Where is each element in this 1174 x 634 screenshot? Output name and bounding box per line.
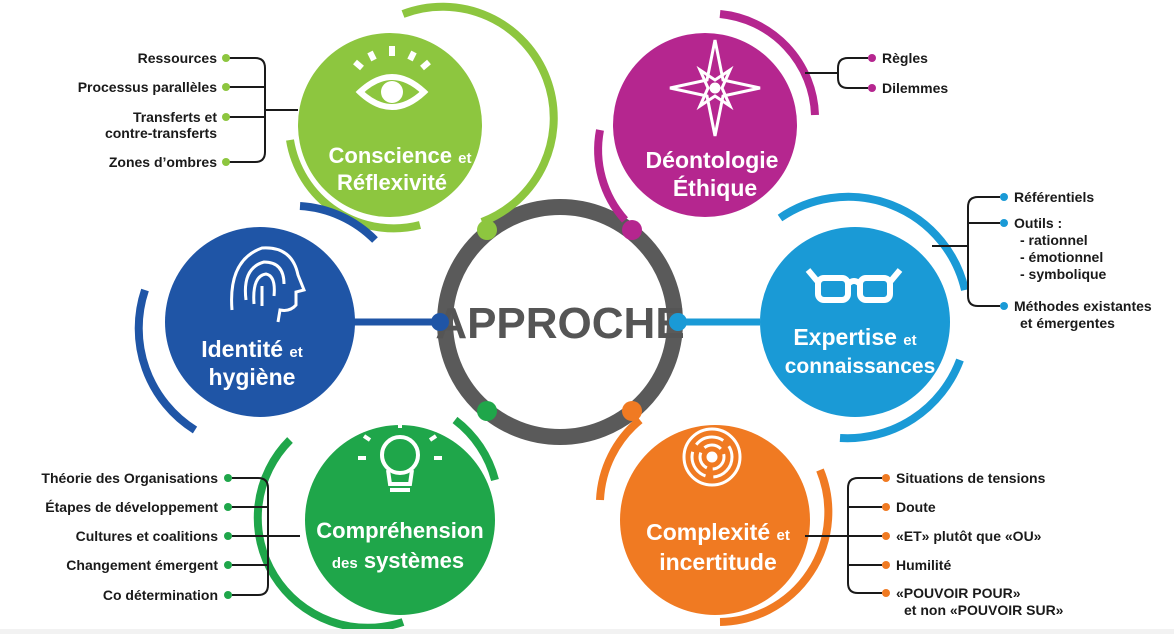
connector-dot-conscience (477, 220, 497, 240)
bracket-deontologie (805, 57, 868, 89)
circle-comprehension (305, 425, 495, 615)
title-complexite: Complexité et (646, 519, 790, 545)
expertise-item-3: - rationnel (1020, 232, 1088, 248)
conscience-item-4: contre-transferts (105, 125, 217, 141)
deontologie-item-2: Dilemmes (882, 80, 948, 96)
circle-deontologie (613, 33, 797, 217)
conscience-item-2: Processus parallèles (78, 79, 218, 95)
conscience-item-3: Transferts et (133, 109, 217, 125)
expertise-item-2: Outils : (1014, 215, 1062, 231)
node-comprehension: Compréhension des systèmes (253, 416, 499, 632)
arc-expertise-bottom (839, 358, 964, 443)
arc-complexite-left (596, 416, 643, 501)
complexite-item-4: Humilité (896, 557, 951, 573)
compass-star-icon (669, 39, 761, 137)
comprehension-item-4: Changement émergent (66, 557, 218, 573)
title-comprehension: Compréhension (316, 518, 483, 543)
dots-comprehension (224, 474, 232, 599)
arc-comprehension-left (253, 437, 405, 632)
deontologie-item-1: Règles (882, 50, 928, 66)
comprehension-item-2: Étapes de développement (45, 499, 218, 515)
connector-dot-deontologie (622, 220, 642, 240)
connectors (320, 220, 760, 421)
node-conscience: Conscience et Réflexivité (286, 2, 558, 233)
circle-identite (165, 227, 355, 417)
expertise-item-4: - émotionnel (1020, 249, 1103, 265)
arc-identite-left (134, 288, 198, 434)
complexite-item-6: et non «POUVOIR SUR» (904, 602, 1064, 618)
node-identite: Identité et hygiène (134, 202, 378, 434)
title-deontologie-line2: Éthique (673, 174, 757, 201)
connector-dot-expertise (669, 313, 687, 331)
title-conscience: Conscience et (329, 143, 472, 168)
conscience-item-1: Ressources (138, 50, 218, 66)
bracket-comprehension (232, 477, 300, 596)
dots-deontologie (868, 54, 876, 92)
node-complexite: Complexité et incertitude (596, 416, 833, 626)
arc-complexite-right (719, 468, 833, 626)
title-expertise-line2: connaissances (785, 355, 936, 378)
title-expertise: Expertise et (793, 324, 916, 350)
bracket-expertise (932, 196, 1000, 307)
complexite-item-2: Doute (896, 499, 936, 515)
arc-identite-top (299, 202, 378, 243)
labyrinth-icon (682, 427, 742, 487)
dots-complexite (882, 474, 890, 597)
circle-expertise (760, 227, 950, 417)
node-expertise: Expertise et connaissances (760, 192, 969, 443)
comprehension-item-1: Théorie des Organisations (41, 470, 218, 486)
arc-deontologie-top (719, 10, 819, 116)
eye-icon (353, 46, 431, 110)
lightbulb-icon (358, 420, 442, 492)
title-identite: Identité et (201, 336, 303, 362)
title-identite-line2: hygiène (209, 364, 296, 390)
arc-conscience-top (401, 2, 558, 226)
title-comprehension-line2: des systèmes (332, 548, 464, 573)
title-complexite-line2: incertitude (659, 549, 777, 575)
node-deontologie: Déontologie Éthique (594, 10, 819, 223)
arc-deontologie-left (594, 129, 629, 223)
center-hub: APPROCHE (435, 199, 685, 445)
dots-expertise (1000, 193, 1008, 310)
arc-comprehension-right (452, 416, 499, 482)
connector-dot-identite (431, 313, 449, 331)
comprehension-item-3: Cultures et coalitions (76, 528, 219, 544)
arc-expertise-top (777, 192, 969, 291)
bracket-complexite (805, 477, 882, 594)
dots-conscience (222, 54, 230, 166)
complexite-item-3: «ET» plutôt que «OU» (896, 528, 1042, 544)
title-conscience-line2: Réflexivité (337, 170, 447, 195)
title-deontologie: Déontologie (646, 147, 779, 173)
expertise-item-7: et émergentes (1020, 315, 1115, 331)
expertise-item-5: - symbolique (1020, 266, 1107, 282)
complexite-item-1: Situations de tensions (896, 470, 1046, 486)
glasses-icon (805, 268, 903, 303)
complexite-item-5: «POUVOIR POUR» (896, 585, 1021, 601)
connector-dot-comprehension (477, 401, 497, 421)
fingerprint-head-icon (230, 246, 307, 323)
bracket-conscience (228, 57, 298, 163)
circle-conscience (298, 33, 482, 217)
expertise-item-1: Référentiels (1014, 189, 1094, 205)
comprehension-item-5: Co détermination (103, 587, 218, 603)
circle-complexite (620, 425, 810, 615)
center-label: APPROCHE (435, 299, 684, 348)
connector-dot-complexite (622, 401, 642, 421)
conscience-item-5: Zones d’ombres (109, 154, 217, 170)
expertise-item-6: Méthodes existantes (1014, 298, 1152, 314)
